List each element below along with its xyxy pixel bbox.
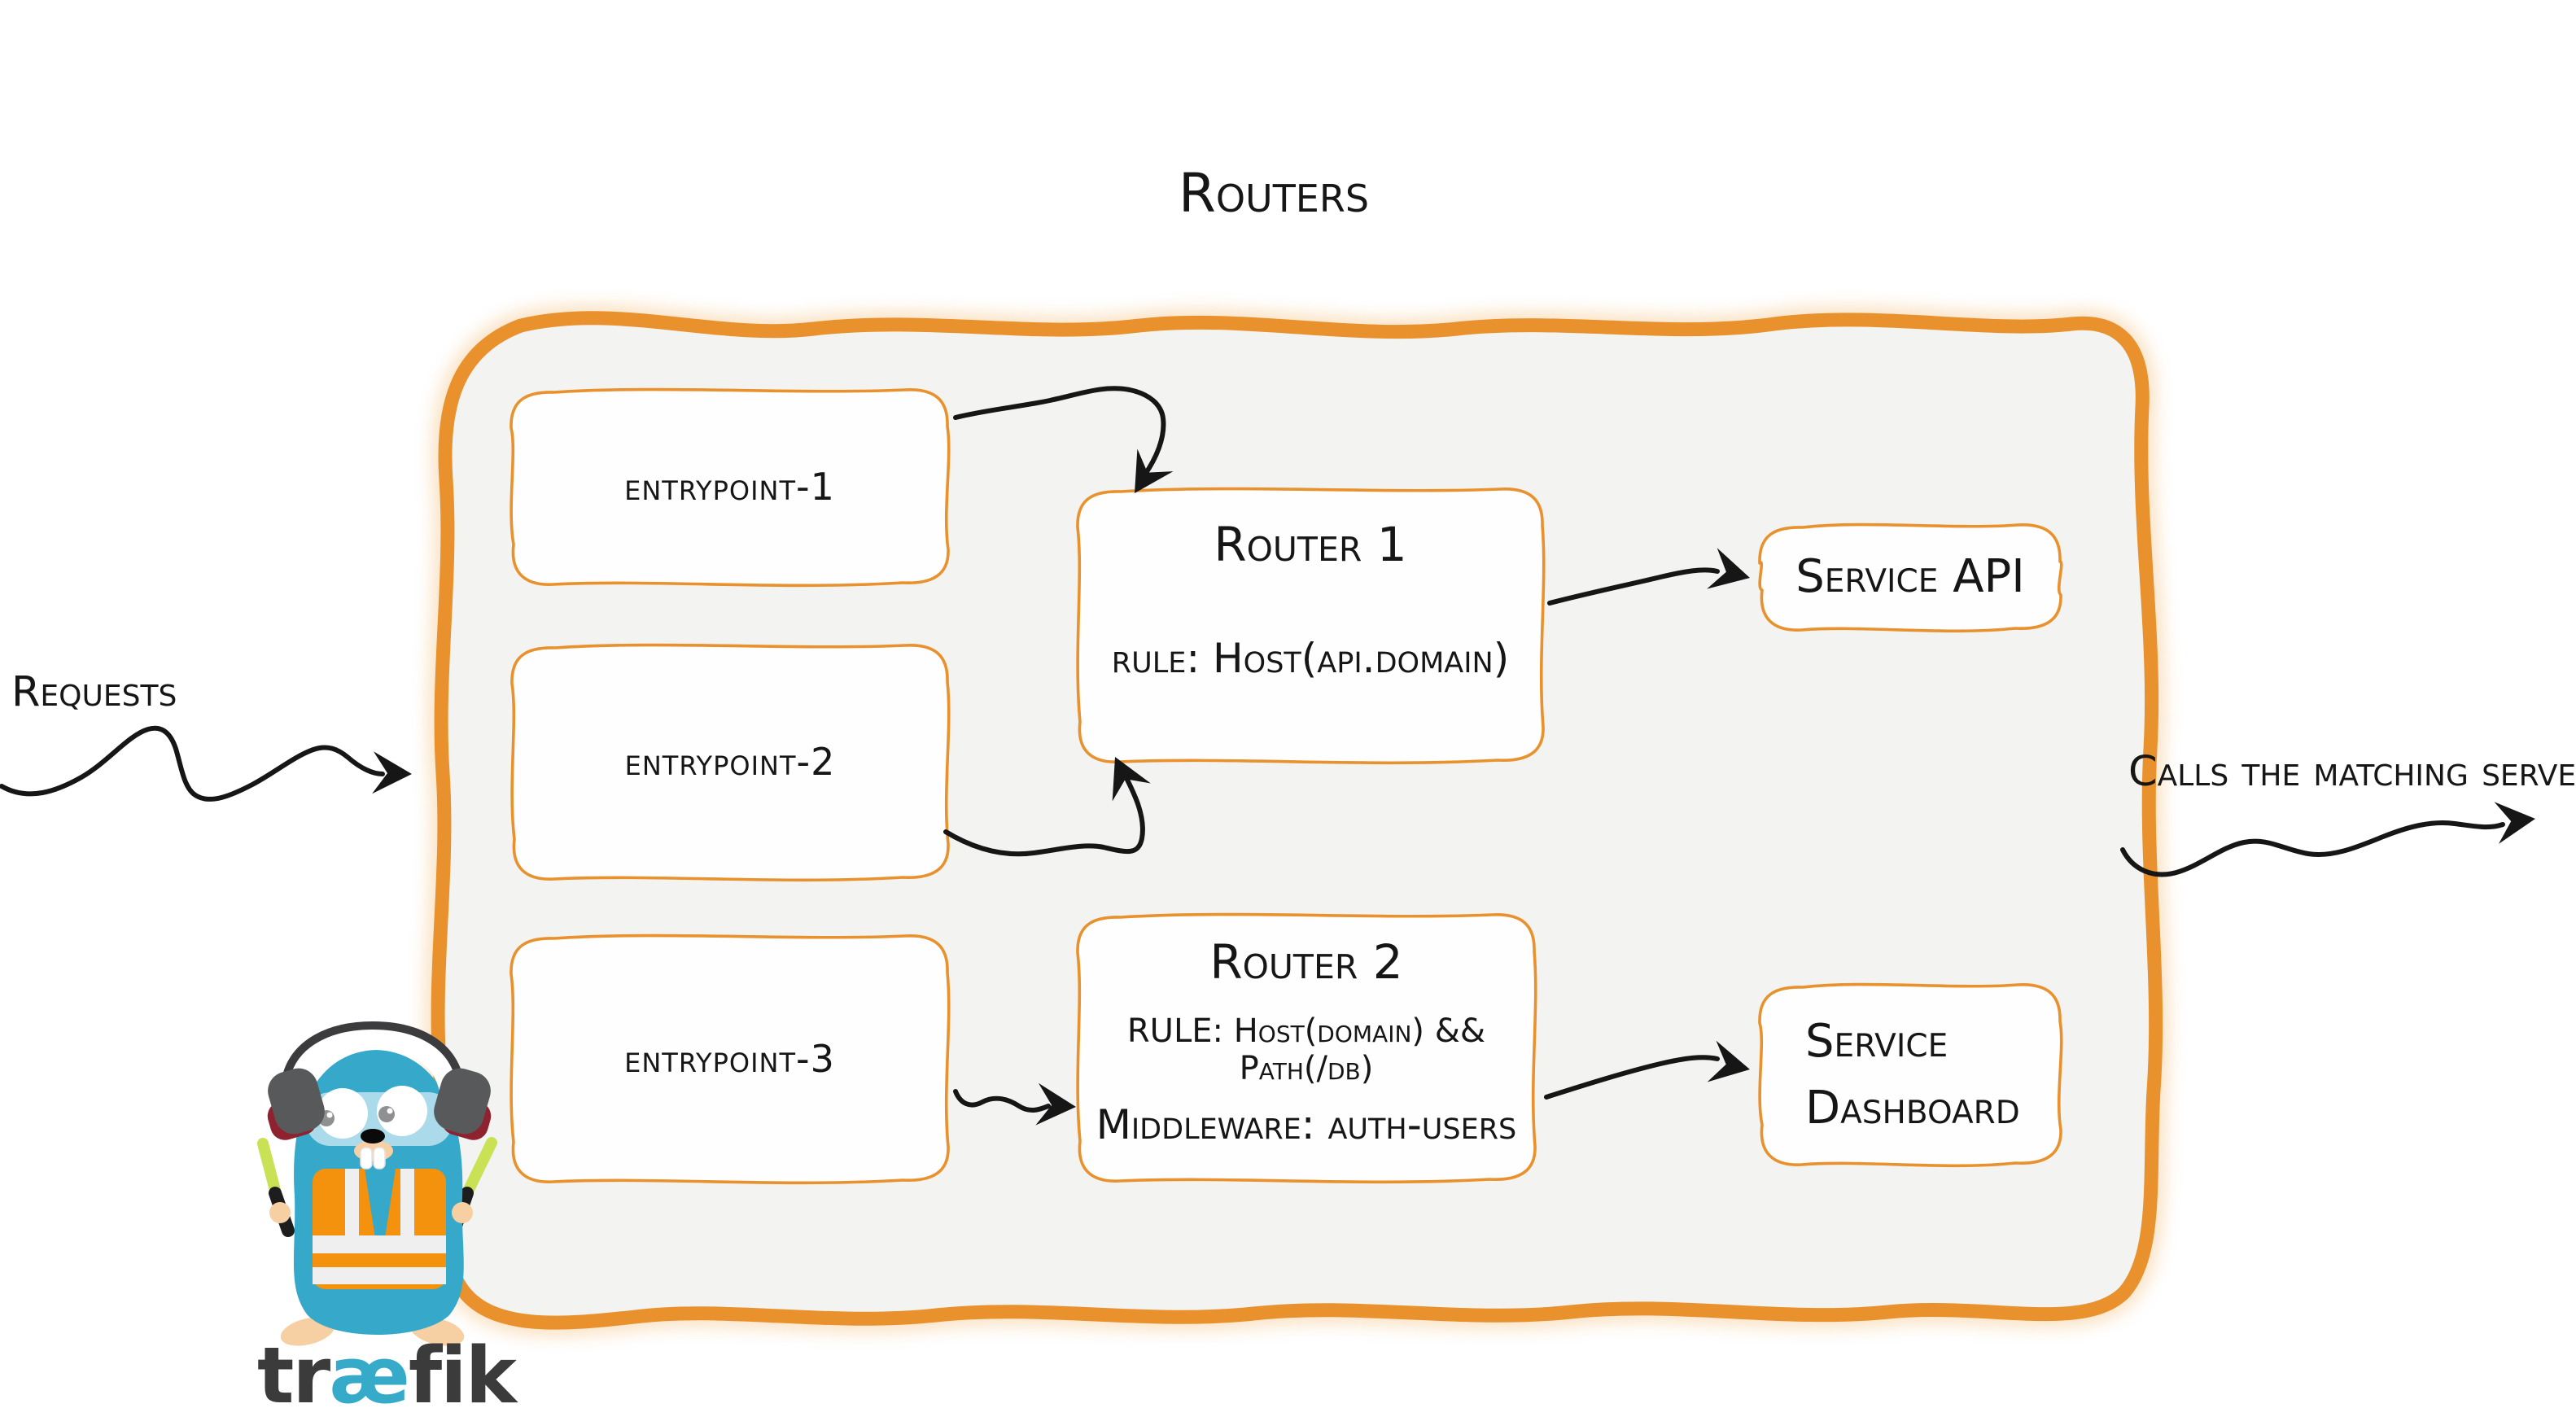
gopher-headband	[281, 1021, 465, 1090]
entrypoint-1-label: entrypoint-1	[624, 465, 835, 509]
entrypoint2-to-router1-arrow	[943, 757, 1151, 857]
router-1-title: Router 1	[1214, 517, 1407, 572]
gopher-tooth-right	[373, 1147, 386, 1170]
traefik-wordmark-ae: æ	[329, 1331, 410, 1408]
requests-arrow	[0, 725, 412, 802]
gopher-earcup-right	[434, 1068, 491, 1135]
traefik-logo	[257, 1021, 497, 1346]
gopher-nose	[361, 1129, 385, 1143]
entrypoint3-to-router2-arrow	[953, 1082, 1076, 1126]
gopher-tooth-left	[360, 1147, 373, 1170]
entrypoint-1-box	[510, 387, 951, 588]
calls-matching-server-arrow	[2120, 802, 2535, 877]
entrypoint-2-box	[510, 643, 951, 882]
service-api-box	[1758, 523, 2063, 633]
router-1-rule: rule: Host(api.domain)	[1111, 634, 1510, 682]
router-1-box	[1076, 487, 1546, 765]
entrypoint1-to-router1-arrow	[953, 386, 1174, 493]
router-2-rule: RULE: Host(domain) && Path(/db)	[1126, 1012, 1486, 1087]
gopher-earcup-left	[268, 1068, 325, 1135]
gopher-eye-left	[317, 1088, 368, 1139]
gopher-vest	[313, 1169, 446, 1289]
service-api-label: Service API	[1795, 550, 2025, 604]
gopher-headband-inner	[283, 1025, 462, 1094]
gopher-eye-right	[377, 1086, 427, 1136]
router-2: Router 2 RULE: Host(domain) && Path(/db)…	[1076, 912, 1537, 1183]
calls-matching-server-label: Calls the matching server	[2128, 748, 2576, 796]
router-2-title: Router 2	[1209, 934, 1403, 990]
service-dashboard-box	[1758, 982, 2063, 1168]
entrypoint-3-label: entrypoint-3	[624, 1036, 835, 1081]
service-dashboard-label: Service Dashboard	[1805, 1015, 2020, 1135]
gopher-hand-left	[269, 1202, 291, 1223]
gopher-hand-right	[452, 1202, 473, 1223]
entrypoint-3-box	[510, 934, 951, 1185]
diagram-title: Routers	[1178, 162, 1370, 225]
router2-to-service-dashboard-arrow	[1544, 1040, 1750, 1100]
gopher-pupil-right	[378, 1106, 395, 1122]
requests-label: Requests	[11, 668, 177, 716]
entrypoint-2-label: entrypoint-2	[624, 740, 836, 785]
router-2-middleware: Middleware: auth-users	[1096, 1100, 1517, 1148]
router-1: Router 1 rule: Host(api.domain)	[1076, 487, 1545, 764]
router-2-box	[1076, 912, 1537, 1184]
router1-to-service-api-arrow	[1547, 548, 1750, 606]
traefik-wordmark: træfik	[257, 1331, 517, 1408]
